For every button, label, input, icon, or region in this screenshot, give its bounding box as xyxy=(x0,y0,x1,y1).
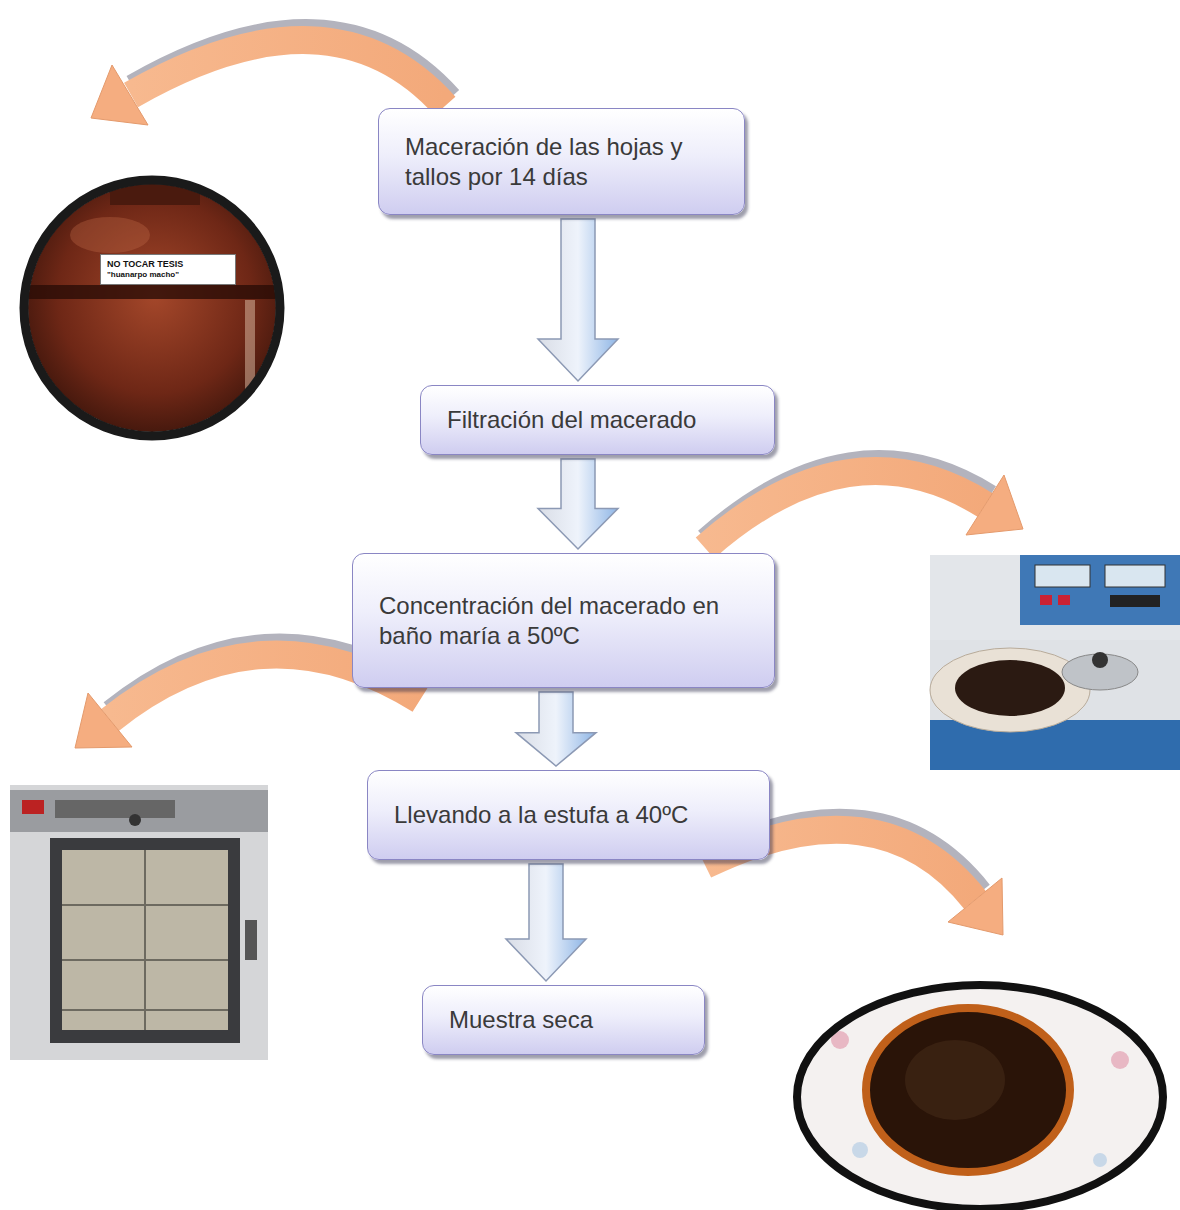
box-text: Muestra seca xyxy=(449,1005,682,1034)
bottle-photo xyxy=(20,175,290,445)
water-bath-photo xyxy=(930,555,1180,770)
box-text: Llevando a la estufa a 40ºC xyxy=(394,800,747,829)
process-box: Filtración del macerado xyxy=(420,385,775,455)
flow-arrow xyxy=(538,219,618,381)
bottle-tag: NO TOCAR TESIS"huanarpo macho" xyxy=(100,254,236,285)
flow-arrow xyxy=(516,692,596,766)
process-box: Muestra seca xyxy=(422,985,705,1055)
dry-sample-photo xyxy=(795,985,1165,1210)
tag-text: NO TOCAR TESIS xyxy=(107,259,229,270)
box-text: Concentración del macerado en baño maría… xyxy=(379,591,752,650)
process-box: Maceración de las hojas y tallos por 14 … xyxy=(378,108,745,215)
process-box: Llevando a la estufa a 40ºC xyxy=(367,770,770,860)
process-box: Concentración del macerado en baño maría… xyxy=(352,553,775,688)
tag-text: "huanarpo macho" xyxy=(107,270,229,280)
box-text: Filtración del macerado xyxy=(447,405,752,434)
flow-arrow xyxy=(538,459,618,549)
oven-photo xyxy=(10,785,268,1060)
box-text: Maceración de las hojas y tallos por 14 … xyxy=(405,132,722,191)
flow-arrow xyxy=(506,864,586,981)
